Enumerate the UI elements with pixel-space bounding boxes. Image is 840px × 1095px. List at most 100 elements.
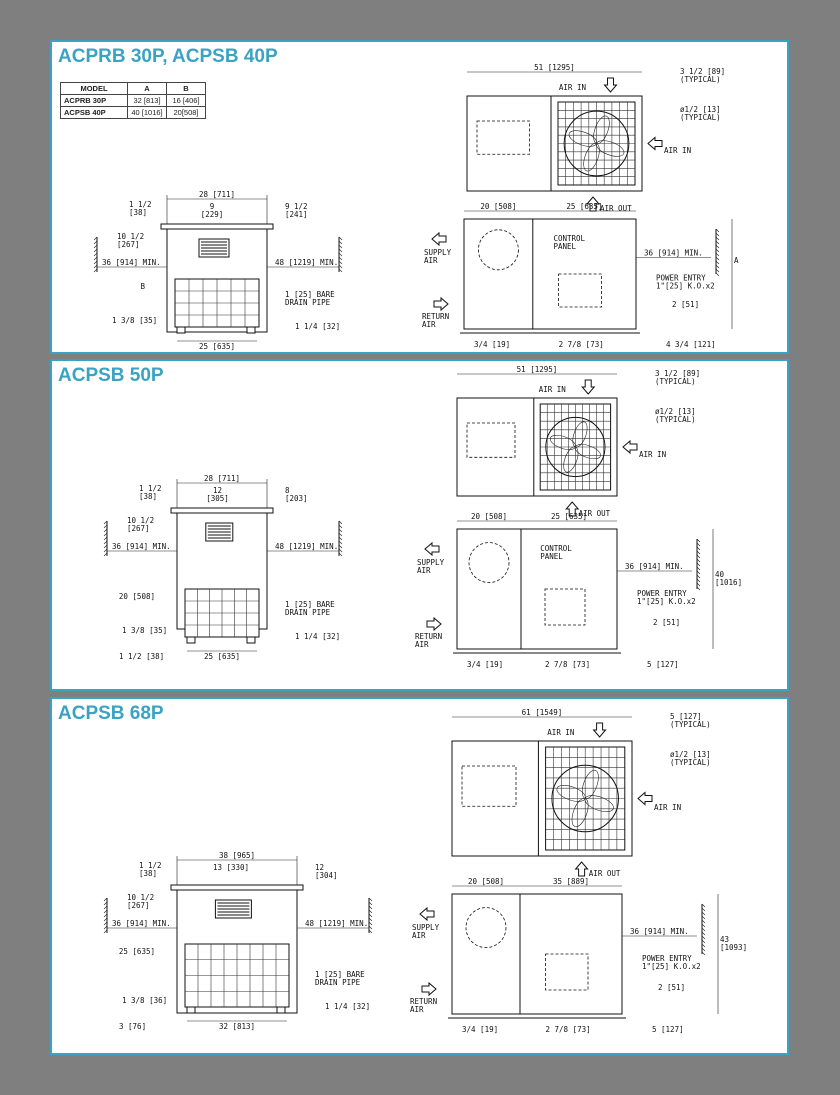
supply-air-arrow-icon xyxy=(431,231,447,247)
right-offset-label: 12[304] xyxy=(315,863,338,880)
hatch-mark xyxy=(338,532,343,537)
top-hidden-panel xyxy=(461,765,517,807)
drain-offset-label: 1 1/4 [32] xyxy=(295,632,340,641)
hatch-mark xyxy=(701,903,706,908)
hatch-mark xyxy=(715,244,720,249)
compressor-hidden xyxy=(544,588,586,626)
left-top-label: 1 1/2[38] xyxy=(129,200,152,217)
hatch-mark xyxy=(696,554,701,559)
right-offset-label: 8[203] xyxy=(285,486,308,503)
hatch-mark xyxy=(701,939,706,944)
side-base-right-label: 5 [127] xyxy=(652,1025,684,1034)
supply-air-arrow-icon xyxy=(419,906,435,922)
hatch-mark xyxy=(93,240,98,245)
hatch-mark xyxy=(103,897,108,902)
panel-acpsb68p: ACPSB 68P 38 [965]13 [330]12[304]1 1/2[3… xyxy=(50,697,789,1055)
hatch-mark xyxy=(701,931,706,936)
hatch-mark xyxy=(696,578,701,583)
hatch-mark xyxy=(103,552,108,557)
hatch-mark xyxy=(93,252,98,257)
hatch-mark xyxy=(701,919,706,924)
base-width-label: 25 [635] xyxy=(204,652,240,661)
drain-offset-label: 1 1/4 [32] xyxy=(295,322,340,331)
top-width-label: 61 [1549] xyxy=(522,708,563,717)
side-view-outline xyxy=(456,528,618,650)
panel-title: ACPSB 68P xyxy=(58,703,164,724)
hatch-mark xyxy=(696,562,701,567)
side-view-outline xyxy=(451,893,623,1015)
left-top-label: 1 1/2[38] xyxy=(139,484,162,501)
side-height-label: 43[1093] xyxy=(720,935,747,952)
unit-foot xyxy=(246,636,256,644)
side-right-width-label: 35 [889] xyxy=(553,877,589,886)
air-out-label: AIR OUT xyxy=(579,509,611,518)
side-base-right-label: 5 [127] xyxy=(647,660,679,669)
hatch-mark xyxy=(715,252,720,257)
hatch-mark xyxy=(338,536,343,541)
side-height-label: A xyxy=(734,256,739,265)
hatch-mark xyxy=(93,236,98,241)
hatch-mark xyxy=(368,921,373,926)
hatch-mark xyxy=(368,929,373,934)
hatch-mark xyxy=(715,232,720,237)
hatch-mark xyxy=(368,905,373,910)
side-base-mid-label: 2 7/8 [73] xyxy=(546,1025,591,1034)
supply-air-arrow-icon xyxy=(424,541,440,557)
hatch-mark xyxy=(696,546,701,551)
panel-title: ACPSB 50P xyxy=(58,365,164,386)
hatch-mark xyxy=(338,544,343,549)
side-clearance-label: 36 [914] MIN. xyxy=(644,249,703,258)
return-air-arrow-icon xyxy=(426,616,442,632)
hatch-mark xyxy=(715,228,720,233)
hatch-mark xyxy=(103,524,108,529)
side-height-label: 40[1016] xyxy=(715,570,742,587)
table-cell: 20[508] xyxy=(166,106,206,119)
unit-dimension-drawing: 28 [711]12[305]8[203]1 1/2[38]10 1/2[267… xyxy=(103,365,742,669)
air-out-label: AIR OUT xyxy=(589,869,621,878)
hatch-mark xyxy=(103,528,108,533)
fan-blade xyxy=(556,784,586,802)
hatch-mark xyxy=(701,907,706,912)
panel-title: ACPRB 30P, ACPSB 40P xyxy=(58,46,278,67)
fan-blade xyxy=(568,130,597,147)
hatch-mark xyxy=(103,929,108,934)
hatch-mark xyxy=(368,925,373,930)
air-in-arrow-icon xyxy=(581,379,596,395)
hatch-mark xyxy=(338,520,343,525)
top-offset-label: 9[229] xyxy=(201,202,224,219)
right-clearance-label: 48 [1219] MIN. xyxy=(275,542,338,551)
fan-blade xyxy=(549,434,576,450)
hatch-mark xyxy=(338,240,343,245)
hatch-mark xyxy=(715,268,720,273)
hatch-mark xyxy=(715,260,720,265)
hatch-mark xyxy=(368,909,373,914)
panel-acpsb50p: ACPSB 50P 28 [711]12[305]8[203]1 1/2[38]… xyxy=(50,359,789,691)
top-offset-label: 12[305] xyxy=(206,486,229,503)
foot-height-label: 1 3/8 [36] xyxy=(122,996,167,1005)
corner-label: 3 1/2 [89](TYPICAL) xyxy=(680,67,725,84)
hatch-mark xyxy=(103,520,108,525)
side-base-left-label: 3/4 [19] xyxy=(462,1025,498,1034)
hatch-mark xyxy=(368,897,373,902)
air-in-side-arrow-icon xyxy=(622,439,638,455)
hatch-mark xyxy=(103,532,108,537)
hatch-mark xyxy=(696,538,701,543)
hatch-mark xyxy=(338,256,343,261)
compressor-hidden xyxy=(558,273,603,308)
hatch-mark xyxy=(103,901,108,906)
unit-foot xyxy=(246,326,256,334)
hatch-mark xyxy=(338,540,343,545)
air-in-side-label: AIR IN xyxy=(639,450,666,459)
hatch-mark xyxy=(338,548,343,553)
side-height-small-label: 2 [51] xyxy=(653,618,680,627)
base-width-label: 32 [813] xyxy=(219,1022,255,1031)
hatch-mark xyxy=(696,542,701,547)
hatch-mark xyxy=(103,909,108,914)
air-in-top-label: AIR IN xyxy=(547,728,574,737)
